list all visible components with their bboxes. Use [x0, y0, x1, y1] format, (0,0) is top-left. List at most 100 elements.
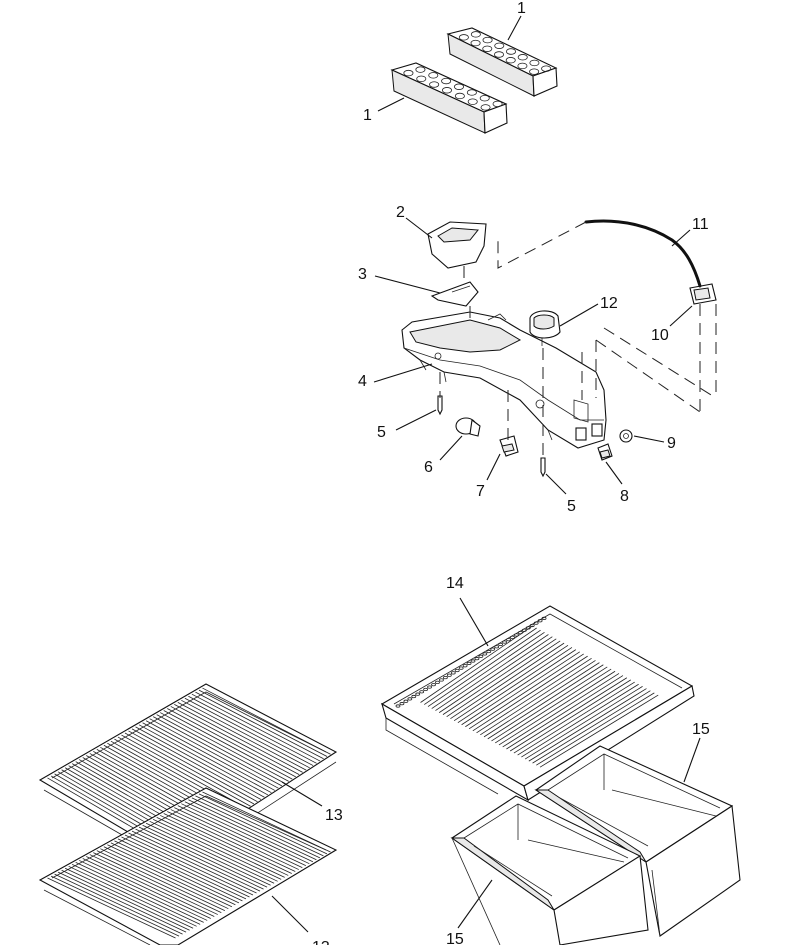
wire-shelf-lower [38, 787, 338, 945]
shelf-rod [93, 852, 222, 913]
dispenser-housing [401, 311, 607, 449]
shelf-rod [184, 801, 314, 863]
shelf-rod [117, 736, 248, 809]
ice-cube-cell [517, 62, 528, 70]
shelf-rod [170, 809, 299, 870]
ice-cube-cell [494, 42, 505, 49]
screw-right [540, 457, 546, 478]
ice-cube-cell [454, 92, 465, 100]
callout-15b: 15 [446, 931, 464, 945]
shelf-rod [198, 689, 328, 757]
cover-slot [483, 662, 600, 738]
cover-slot [502, 673, 620, 748]
cover-vent [533, 621, 539, 625]
leader-2 [405, 217, 433, 239]
cover-vent [470, 659, 476, 663]
shelf-rod [54, 873, 183, 935]
cover-vent [517, 630, 523, 635]
cover-slot [468, 653, 584, 730]
cover-vent [537, 619, 543, 623]
shelf-rod [170, 706, 300, 775]
callout-1a: 1 [517, 0, 526, 17]
ice-cube-cell [482, 45, 493, 52]
cover-slot [495, 668, 612, 744]
ice-cube-cell [470, 39, 481, 47]
cover-slot [476, 657, 592, 734]
shelf-rod [181, 803, 310, 865]
ice-cube-cell [403, 69, 414, 77]
callout-15a: 15 [692, 721, 710, 738]
cover-vent [423, 687, 429, 692]
shelf-rod [177, 701, 307, 771]
leader-13a [281, 781, 323, 807]
cover-slot [513, 679, 631, 754]
callout-10: 10 [651, 327, 669, 344]
shelf-rod [61, 869, 190, 931]
cover-vent [446, 673, 452, 677]
ice-cube-cell [529, 59, 540, 67]
ice-cube-cell [470, 31, 481, 38]
shelf-rod [142, 722, 272, 794]
chute-flap [430, 281, 479, 307]
shelf-rod [128, 832, 257, 894]
callout-8: 8 [620, 488, 629, 505]
shelf-rod [174, 704, 303, 773]
shelf-rod [174, 807, 303, 868]
shelf-rod [156, 817, 285, 878]
callout-14: 14 [446, 575, 464, 592]
shelf-rod [96, 850, 225, 912]
shelf-rod [47, 877, 176, 939]
shelf-rod [114, 840, 243, 902]
shelf-rod [163, 813, 292, 874]
cover-vent [399, 702, 405, 706]
shelf-rod [184, 697, 314, 766]
cover-slot [438, 636, 553, 713]
leader-5b [545, 473, 567, 495]
shelf-rod [149, 718, 279, 789]
ice-cube-cell [416, 75, 427, 83]
ice-cube-cell [479, 94, 490, 102]
shelf-rod [188, 799, 317, 861]
leader-8 [605, 461, 623, 485]
cover-vent [514, 633, 519, 637]
ice-cube-cell [493, 51, 504, 58]
shelf-rod [156, 714, 286, 785]
cover-slot [532, 690, 651, 764]
crisper-drawer-right [534, 745, 741, 937]
cover-slot [435, 634, 549, 711]
ice-cube-cell [517, 54, 528, 61]
ice-cube-cell [415, 66, 426, 73]
cover-slot [450, 642, 565, 720]
shelf-rod [135, 726, 265, 798]
ice-cube-cell [492, 100, 503, 108]
cover-slot [472, 655, 588, 732]
cover-slot [431, 631, 545, 709]
cover-vent [502, 640, 507, 644]
cover-vent [458, 666, 464, 670]
callout-12: 12 [600, 295, 618, 312]
crisper-drawer-left [450, 795, 649, 945]
cover-vent [415, 692, 421, 696]
lamp-socket [499, 435, 519, 457]
shelf-rod [181, 699, 310, 769]
shelf-rod [103, 846, 233, 908]
shelf-rod [167, 811, 296, 872]
callout-6: 6 [424, 459, 433, 476]
cover-slot [465, 651, 581, 728]
cover-slot [536, 692, 655, 766]
shelf-rod [75, 862, 204, 923]
shelf-rod [124, 834, 254, 896]
cover-vent [490, 647, 496, 651]
leader-4 [373, 363, 433, 383]
cover-vent [454, 668, 460, 673]
leader-12 [559, 303, 599, 327]
cover-vent [462, 664, 468, 668]
shelf-rod [142, 824, 271, 886]
cover-slot [480, 660, 596, 736]
cover-vent [407, 697, 413, 701]
shelf-rod [191, 693, 321, 762]
leader-13b [271, 895, 309, 933]
ice-cube-cell [482, 36, 493, 44]
leader-15a [683, 737, 701, 783]
